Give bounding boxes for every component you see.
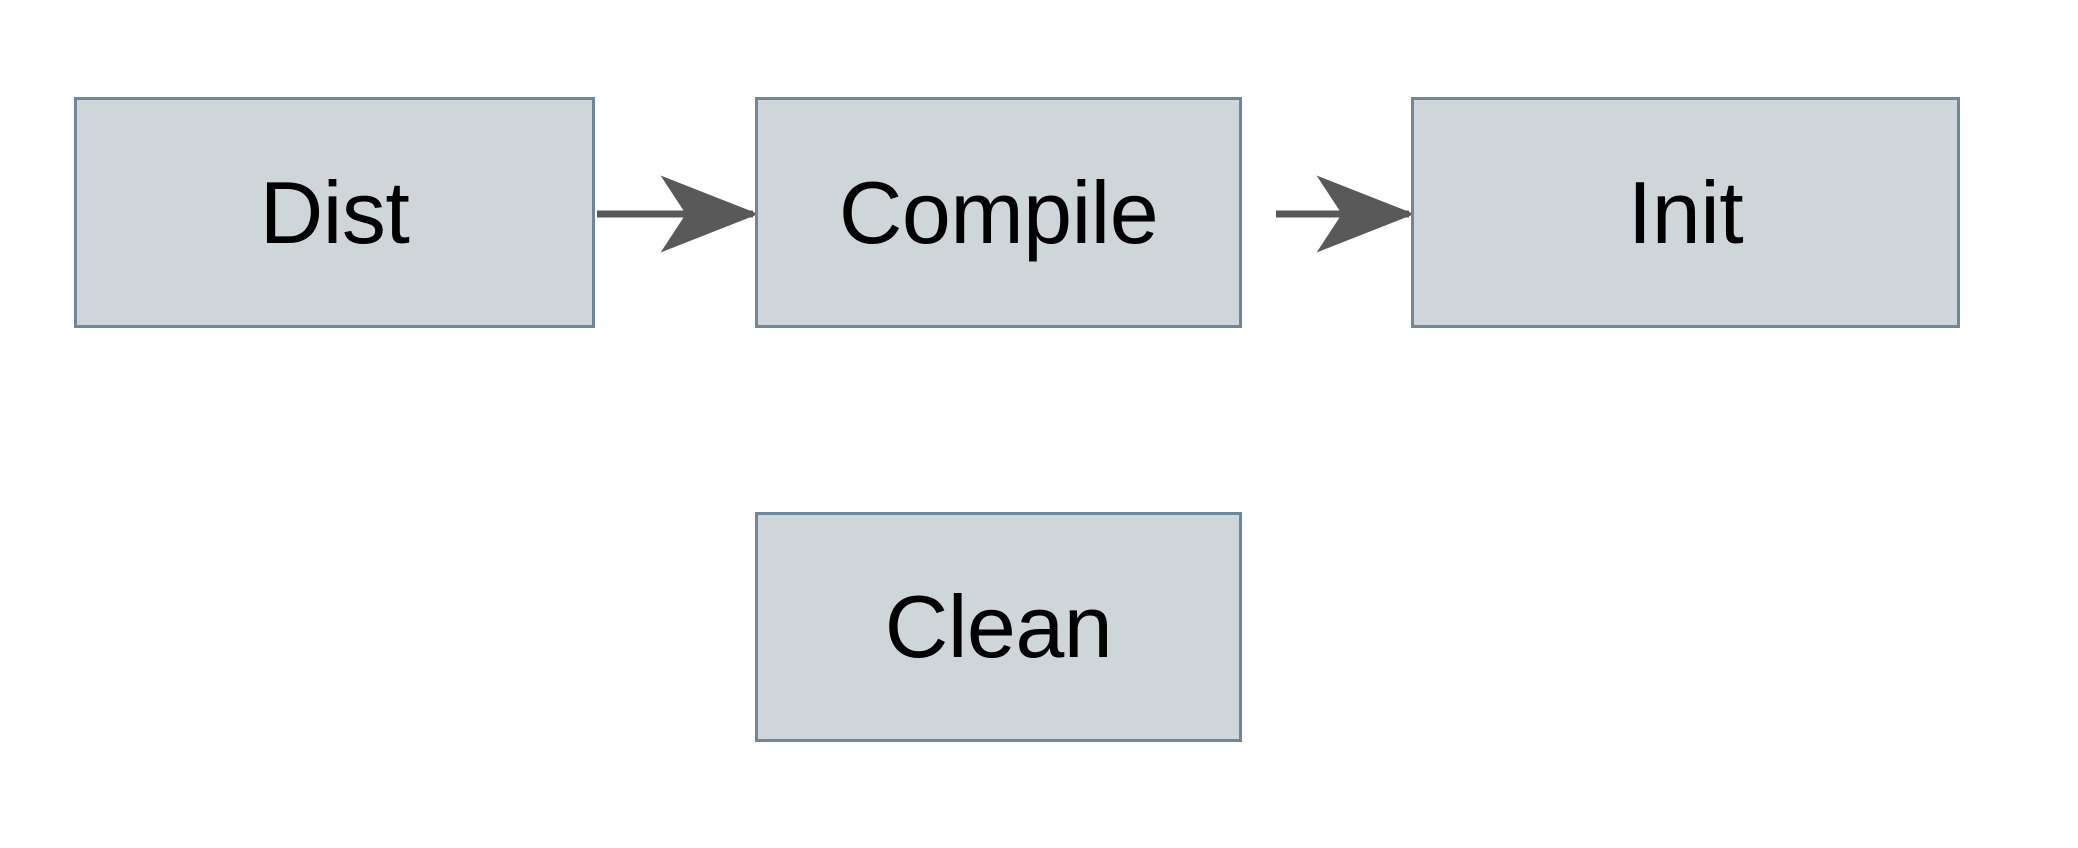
node-compile[interactable]: Compile (755, 97, 1242, 328)
node-label-compile: Compile (838, 162, 1159, 262)
node-clean[interactable]: Clean (755, 512, 1242, 742)
node-dist[interactable]: Dist (74, 97, 595, 328)
node-label-clean: Clean (884, 577, 1113, 676)
node-label-init: Init (1627, 162, 1744, 262)
node-init[interactable]: Init (1411, 97, 1960, 328)
node-label-dist: Dist (259, 162, 410, 262)
